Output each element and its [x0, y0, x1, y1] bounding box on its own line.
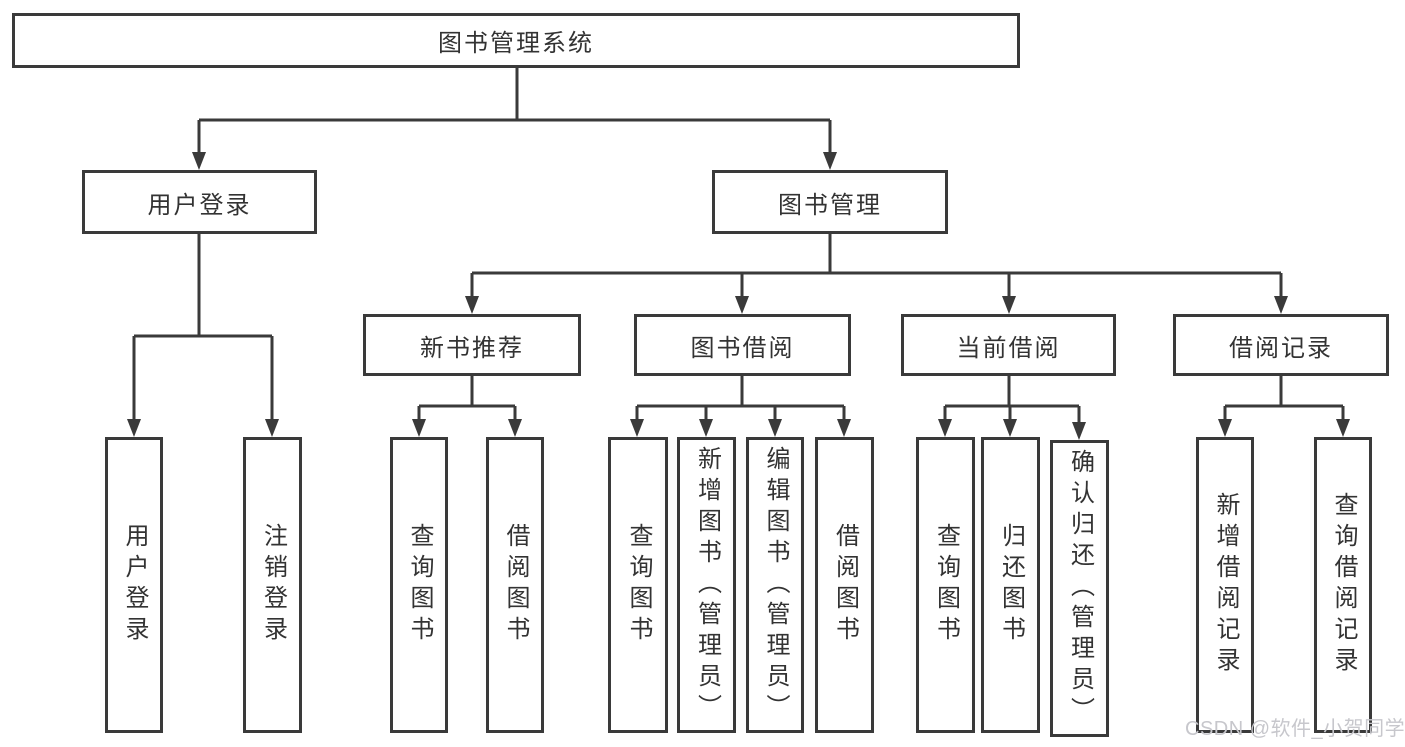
leaf-confirm-return-admin: 确认归还（管理员） [1050, 440, 1109, 737]
leaf-user-login: 用户登录 [105, 437, 163, 733]
arrowhead-leaf-confirm-return [1072, 422, 1086, 440]
arrowhead-leaf-query-book-3 [938, 419, 952, 437]
leaf-add-book-admin: 新增图书（管理员） [677, 437, 736, 733]
node-new-book-recommend: 新书推荐 [363, 314, 581, 376]
node-current-borrow-label: 当前借阅 [956, 334, 1061, 362]
node-current-borrow: 当前借阅 [901, 314, 1116, 376]
arrowhead-leaf-user-login [127, 419, 141, 437]
leaf-edit-book-admin-label: 编辑图书（管理员） [762, 445, 789, 725]
arrowhead-leaf-query-borrow-record [1336, 419, 1350, 437]
arrowhead-leaf-add-book [699, 419, 713, 437]
arrowhead-leaf-borrow-book-2 [837, 419, 851, 437]
node-root-library-system: 图书管理系统 [12, 13, 1020, 68]
node-user-login: 用户登录 [82, 170, 317, 234]
arrowhead-leaf-return-book [1003, 419, 1017, 437]
node-book-borrow: 图书借阅 [634, 314, 851, 376]
arrowhead-book-management [823, 152, 837, 170]
leaf-borrow-book-1-label: 借阅图书 [502, 523, 529, 647]
connector-tree-lines [132, 68, 1345, 436]
leaf-query-book-3-label: 查询图书 [932, 523, 960, 647]
leaf-add-borrow-record: 新增借阅记录 [1196, 437, 1254, 733]
arrowhead-leaf-edit-book [768, 419, 782, 437]
connector-arrowheads [127, 152, 1350, 440]
arrowhead-borrow-records [1274, 296, 1288, 314]
leaf-logout: 注销登录 [243, 437, 302, 733]
node-new-book-recommend-label: 新书推荐 [420, 334, 524, 362]
arrowhead-book-borrow [735, 296, 749, 314]
arrowhead-leaf-add-borrow-record [1218, 419, 1232, 437]
leaf-user-login-label: 用户登录 [121, 523, 148, 647]
leaf-query-book-2: 查询图书 [608, 437, 668, 733]
csdn-watermark: CSDN @软件_小贺同学 [1185, 718, 1405, 740]
leaf-edit-book-admin: 编辑图书（管理员） [746, 437, 804, 733]
arrowhead-current-borrow [1002, 296, 1016, 314]
arrowhead-new-book-recommend [465, 296, 479, 314]
leaf-confirm-return-admin-label: 确认归还（管理员） [1066, 449, 1094, 728]
leaf-borrow-book-2-label: 借阅图书 [831, 523, 859, 647]
arrowhead-leaf-logout [265, 419, 279, 437]
leaf-add-borrow-record-label: 新增借阅记录 [1212, 492, 1239, 678]
arrowhead-leaf-query-book-2 [630, 419, 644, 437]
node-borrow-records-label: 借阅记录 [1229, 334, 1333, 362]
leaf-borrow-book-2: 借阅图书 [815, 437, 874, 733]
arrowhead-leaf-borrow-book-1 [508, 419, 522, 437]
leaf-query-borrow-record: 查询借阅记录 [1314, 437, 1372, 733]
leaf-return-book: 归还图书 [981, 437, 1040, 733]
leaf-query-book-3: 查询图书 [916, 437, 975, 733]
leaf-logout-label: 注销登录 [259, 523, 287, 647]
node-user-login-label: 用户登录 [147, 191, 252, 219]
leaf-query-borrow-record-label: 查询借阅记录 [1330, 492, 1357, 678]
node-book-borrow-label: 图书借阅 [690, 334, 795, 362]
leaf-query-book-1: 查询图书 [390, 437, 448, 733]
node-book-management: 图书管理 [712, 170, 948, 234]
node-root-label: 图书管理系统 [438, 30, 594, 57]
arrowhead-leaf-query-book-1 [412, 419, 426, 437]
leaf-return-book-label: 归还图书 [997, 523, 1025, 647]
arrowhead-user-login [192, 152, 206, 170]
leaf-query-book-1-label: 查询图书 [406, 523, 433, 647]
leaf-query-book-2-label: 查询图书 [625, 523, 652, 647]
node-borrow-records: 借阅记录 [1173, 314, 1389, 376]
leaf-borrow-book-1: 借阅图书 [486, 437, 544, 733]
node-book-management-label: 图书管理 [778, 191, 882, 219]
leaf-add-book-admin-label: 新增图书（管理员） [693, 445, 721, 725]
